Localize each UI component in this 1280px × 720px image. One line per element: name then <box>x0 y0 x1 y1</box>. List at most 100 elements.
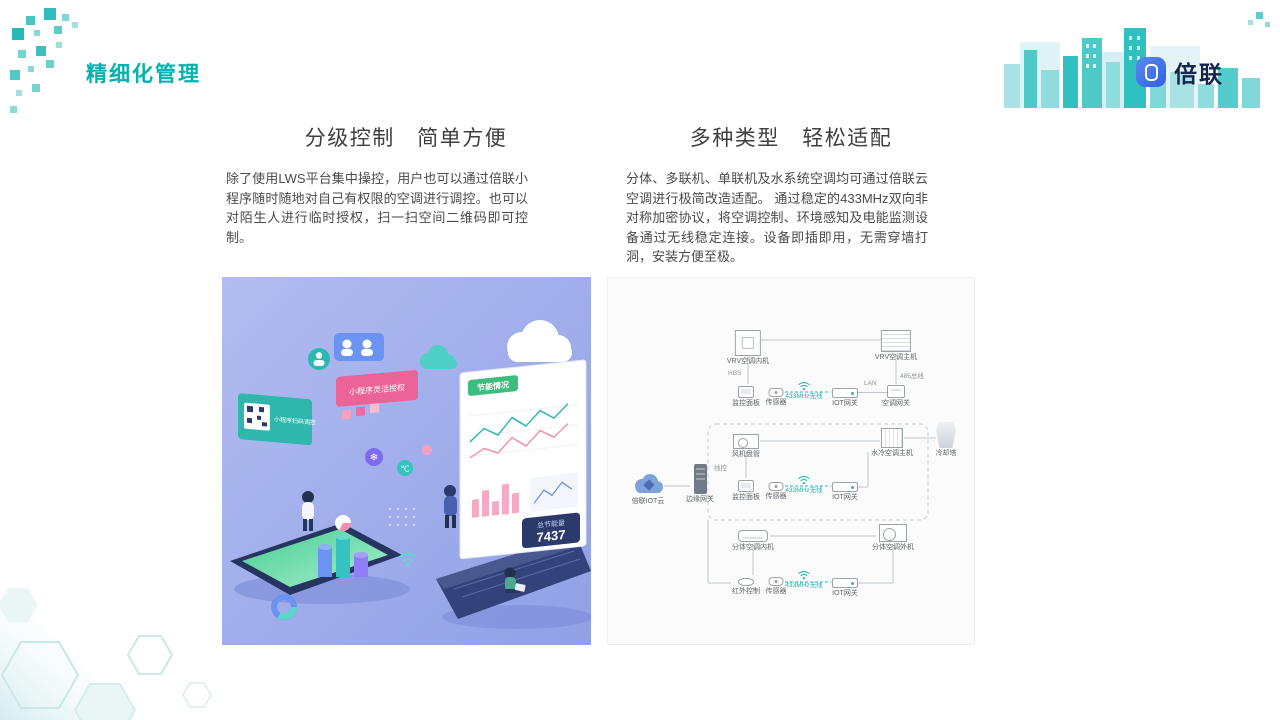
sensor-label: 传感器 <box>765 399 787 406</box>
node-edge-gateway: 边缘网关 <box>686 464 714 504</box>
users-card <box>334 333 384 361</box>
feature-bubbles: ❄ ℃ <box>308 348 432 476</box>
wifi-icon <box>798 570 810 580</box>
right-heading: 多种类型 轻松适配 <box>689 127 893 150</box>
wireless-label: 433MHz无线 <box>785 487 823 494</box>
panel-label: 监控面板 <box>732 400 760 407</box>
logo-text: 倍联 <box>1174 61 1224 87</box>
cylinder-chart <box>318 515 368 577</box>
edge-gateway-icon <box>693 464 707 494</box>
iot-gateway-icon <box>832 388 858 398</box>
logo-icon <box>1136 57 1166 87</box>
node-wireless-1: 433MHz无线 <box>785 381 823 400</box>
right-paragraph: 分体、多联机、单联机及水系统空调均可通过倍联云空调进行极简改造适配。 通过稳定的… <box>626 171 928 264</box>
node-wireless-3: 433MHz无线 <box>785 570 823 589</box>
dot-grid <box>388 507 416 527</box>
vrv-indoor-label: VRV空调内机 <box>726 358 770 365</box>
pixel-decoration-topright <box>1248 12 1270 27</box>
pixel-decoration-topleft <box>10 8 78 113</box>
wifi-icon <box>798 381 810 391</box>
water-chiller-icon <box>881 428 903 448</box>
logo: 倍联 <box>1136 55 1224 89</box>
tablet <box>230 523 402 595</box>
hexagon-decoration <box>0 588 212 720</box>
auth-card: 小程序灵活授权 <box>336 370 418 420</box>
energy-badge-label: 总节能量 <box>537 518 565 530</box>
sensor-icon <box>768 577 784 586</box>
svg-text:℃: ℃ <box>401 465 410 474</box>
wire-controller-label: 线控 <box>714 465 727 472</box>
sensor-label: 传感器 <box>765 493 787 500</box>
energy-badge-value: 7437 <box>537 527 566 545</box>
qr-card: 小程序扫码调控 <box>238 393 316 446</box>
panel-label: 监控面板 <box>732 494 760 501</box>
energy-badge: 总节能量 7437 <box>522 512 580 549</box>
ac-gateway-icon <box>887 385 905 398</box>
wireless-label: 433MHz无线 <box>785 582 823 589</box>
diagram-connectors <box>664 339 936 584</box>
gateway-label: IOT网关 <box>832 400 858 407</box>
dashboard-panel: 节能情况 总节能量 7437 <box>459 359 587 560</box>
node-panel-1: 监控面板 <box>732 386 760 408</box>
ir-controller-icon <box>738 578 754 586</box>
edge-gateway-label: 边缘网关 <box>686 496 714 503</box>
dashboard-tab-label: 节能情况 <box>477 379 509 392</box>
node-panel-2: 监控面板 <box>732 480 760 502</box>
cloud-icon <box>507 320 572 376</box>
node-iot-cloud: 倍联IOT云 <box>631 472 665 506</box>
ac-gateway-label: 空调网关 <box>882 400 910 407</box>
monitor-panel-icon <box>738 480 754 492</box>
node-split-indoor: 分体空调内机 <box>732 530 774 552</box>
donut-chart <box>271 594 297 620</box>
node-vrv-outdoor: VRV空调主机 <box>875 330 917 362</box>
logo-glyph <box>1144 63 1158 81</box>
person-standing-tablet <box>302 491 314 531</box>
illustration-svg: 节能情况 总节能量 7437 <box>222 277 591 645</box>
gateway-label: IOT网关 <box>832 494 858 501</box>
person-sitting <box>504 567 526 593</box>
fan-coil-label: 风机盘管 <box>732 451 760 458</box>
vrv-outdoor-label: VRV空调主机 <box>874 354 918 361</box>
split-outdoor-unit-icon <box>879 524 907 542</box>
node-gateway-3: IOT网关 <box>832 578 858 598</box>
node-ir-controller: 红外控制 <box>732 578 760 596</box>
iot-cloud-icon <box>635 474 663 493</box>
wireless-label: 433MHz无线 <box>785 393 823 400</box>
iot-cloud-label: 倍联IOT云 <box>631 498 665 505</box>
page-title: 精细化管理 <box>86 63 201 86</box>
node-wireless-2: 433MHz无线 <box>785 475 823 494</box>
auth-card-label: 小程序灵活授权 <box>349 382 405 397</box>
node-sensor-3: 传感器 <box>766 577 787 596</box>
svg-text:❄: ❄ <box>370 453 378 464</box>
lan-label: LAN <box>864 380 877 387</box>
node-split-outdoor: 分体空调外机 <box>872 524 914 552</box>
left-heading: 分级控制 简单方便 <box>304 127 508 150</box>
skyline-front <box>1004 28 1260 108</box>
split-indoor-unit-icon <box>738 530 768 542</box>
split-outdoor-label: 分体空调外机 <box>872 544 914 551</box>
wifi-icon <box>798 475 810 485</box>
sensor-label: 传感器 <box>765 588 787 595</box>
node-cooling-tower: 冷却塔 <box>936 422 957 458</box>
user-icons <box>341 339 373 356</box>
node-fan-coil: 风机盘管 <box>732 434 760 459</box>
ir-controller-label: 红外控制 <box>732 588 760 595</box>
iot-gateway-icon <box>832 482 858 492</box>
bar-chart <box>472 483 519 518</box>
line-chart-teal <box>469 403 569 443</box>
node-sensor-1: 传感器 <box>766 388 787 407</box>
cooling-tower-icon <box>936 422 956 448</box>
node-water-host: 水冷空调主机 <box>871 428 913 458</box>
cooling-tower-label: 冷却塔 <box>935 450 957 457</box>
small-cloud-icon <box>420 345 457 369</box>
bus-485-label: 485总线 <box>900 373 924 380</box>
person-standing-laptop <box>444 485 457 528</box>
sparkline <box>533 481 573 504</box>
qr-card-label: 小程序扫码调控 <box>274 415 316 427</box>
node-sensor-2: 传感器 <box>766 482 787 501</box>
node-gateway-2: IOT网关 <box>832 482 858 502</box>
left-paragraph: 除了使用LWS平台集中操控，用户也可以通过倍联小程序随时随地对自己有权限的空调进… <box>226 171 528 245</box>
vrv-indoor-unit-icon <box>735 330 761 356</box>
split-indoor-label: 分体空调内机 <box>732 544 774 551</box>
sensor-icon <box>768 482 784 491</box>
